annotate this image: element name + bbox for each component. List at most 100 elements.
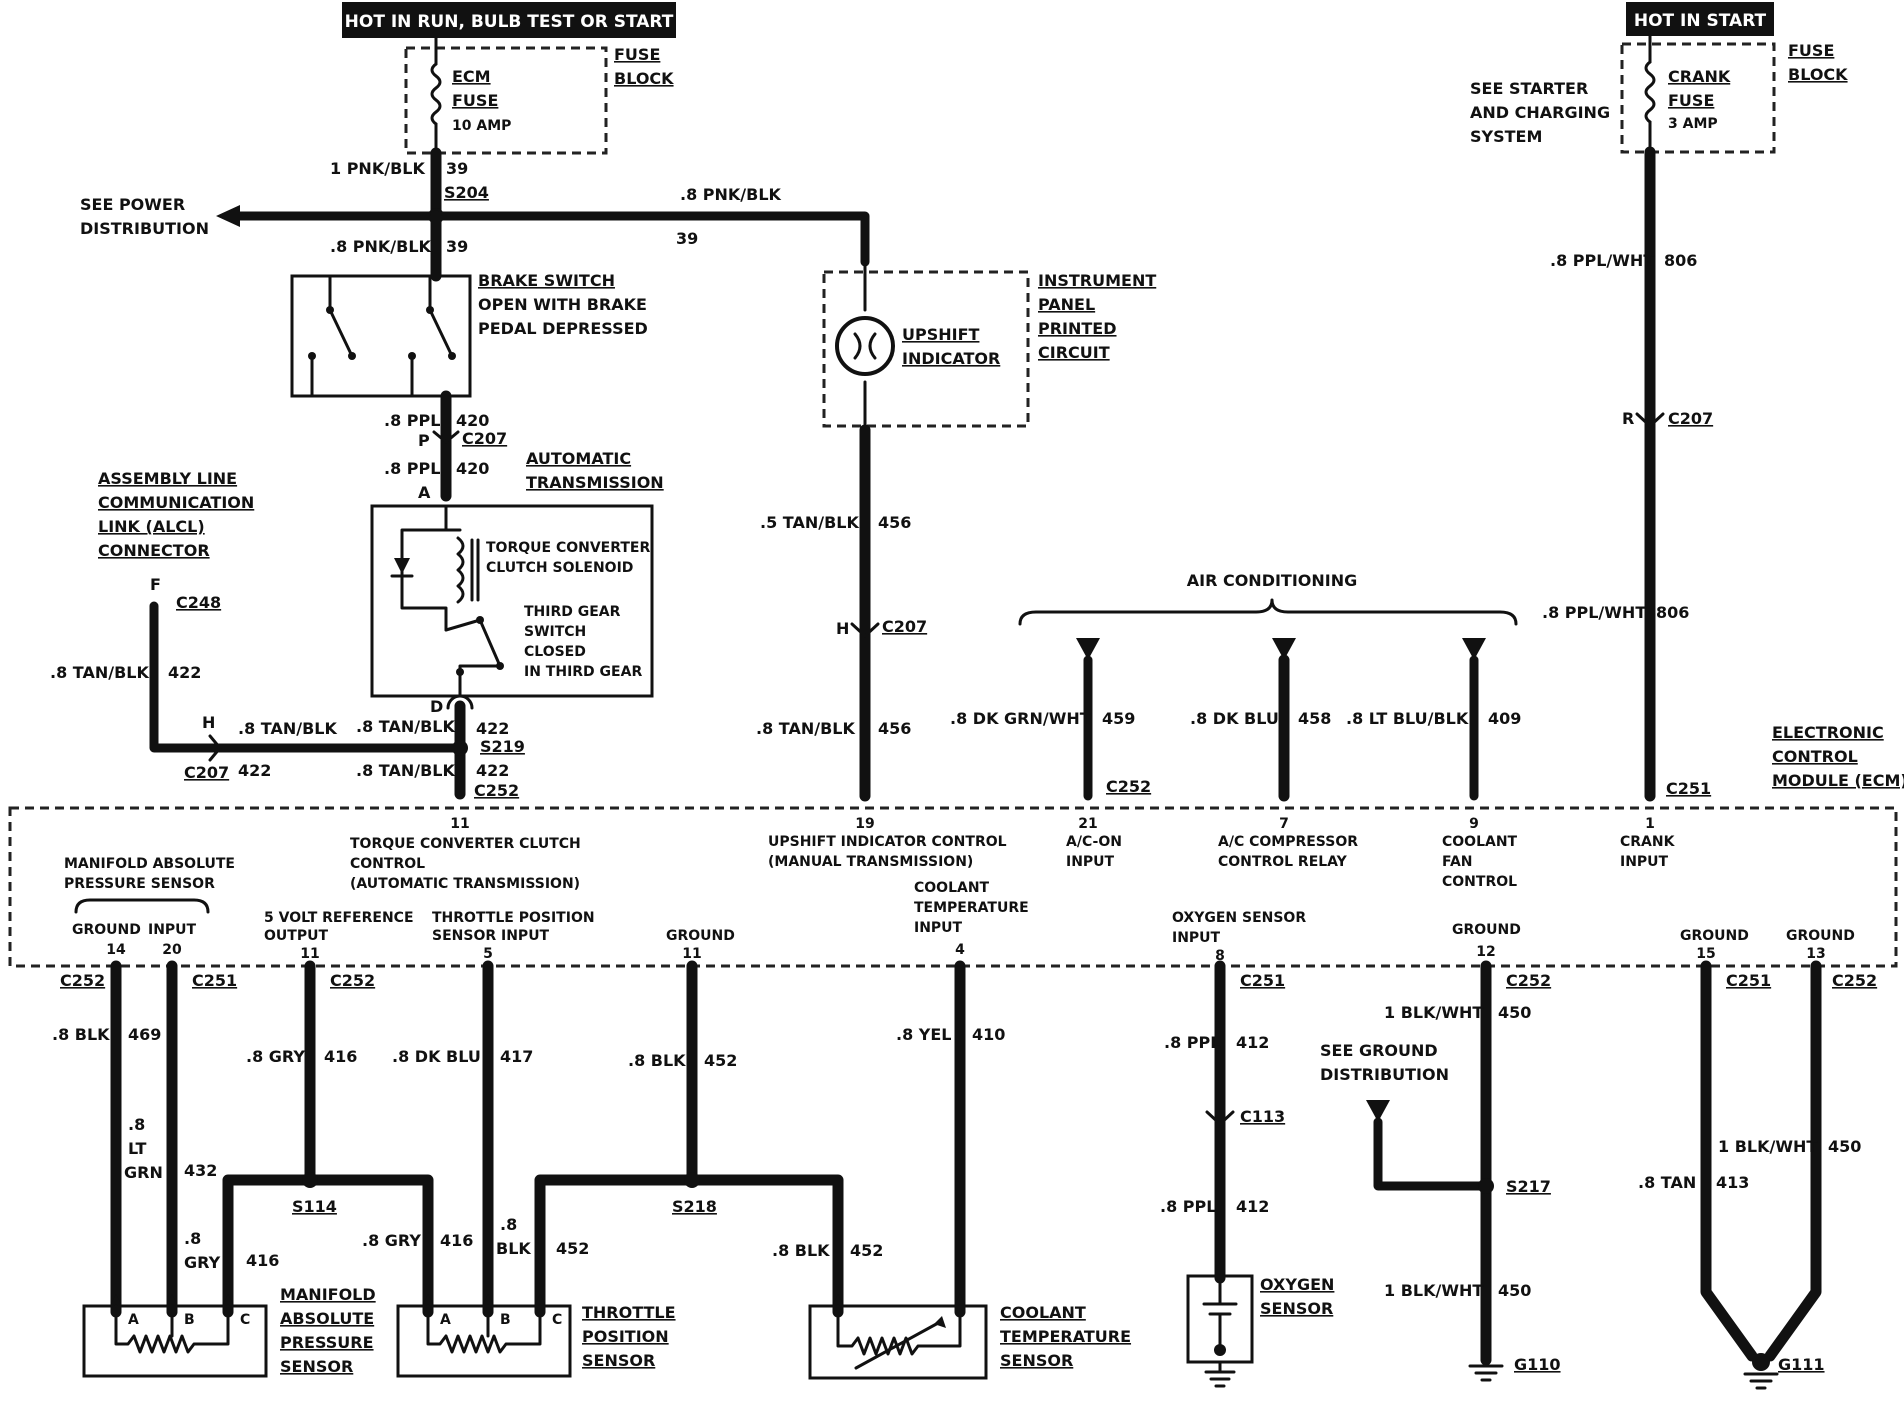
splice-s114 [302, 1172, 318, 1188]
svg-text:LT: LT [128, 1139, 147, 1158]
svg-text:412: 412 [1236, 1197, 1269, 1216]
svg-text:IN THIRD GEAR: IN THIRD GEAR [524, 664, 642, 680]
svg-text:20: 20 [162, 942, 182, 958]
svg-text:PANEL: PANEL [1038, 295, 1095, 314]
svg-text:S218: S218 [672, 1197, 717, 1216]
svg-text:422: 422 [476, 719, 509, 738]
svg-text:CRANK: CRANK [1668, 67, 1731, 86]
svg-text:CONTROL: CONTROL [350, 856, 425, 872]
ecm-module-box [8, 806, 1898, 968]
ecm-pin-19-upshift: 19 UPSHIFT INDICATOR CONTROL (MANUAL TRA… [768, 816, 1007, 870]
svg-text:B: B [184, 1312, 195, 1328]
svg-text:(AUTOMATIC TRANSMISSION): (AUTOMATIC TRANSMISSION) [350, 876, 580, 892]
svg-text:456: 456 [878, 513, 911, 532]
svg-text:GROUND: GROUND [1786, 928, 1855, 944]
svg-text:SENSOR: SENSOR [1000, 1351, 1073, 1370]
svg-text:450: 450 [1828, 1137, 1861, 1156]
svg-text:7: 7 [1279, 816, 1289, 832]
svg-text:.8: .8 [128, 1115, 145, 1134]
svg-text:BLOCK: BLOCK [1788, 65, 1848, 84]
svg-text:OXYGEN: OXYGEN [1260, 1275, 1334, 1294]
svg-text:LINK (ALCL): LINK (ALCL) [98, 517, 205, 536]
svg-text:CONTROL: CONTROL [1772, 747, 1858, 766]
svg-text:C: C [240, 1312, 250, 1328]
svg-text:PRESSURE: PRESSURE [280, 1333, 374, 1352]
svg-text:GROUND: GROUND [1452, 922, 1521, 938]
svg-text:MANIFOLD ABSOLUTE: MANIFOLD ABSOLUTE [64, 856, 235, 872]
svg-text:UPSHIFT INDICATOR CONTROL: UPSHIFT INDICATOR CONTROL [768, 834, 1007, 850]
svg-text:TORQUE CONVERTER: TORQUE CONVERTER [486, 540, 650, 556]
connector-d [446, 694, 474, 710]
svg-text:TEMPERATURE: TEMPERATURE [914, 900, 1029, 916]
svg-text:BLK: BLK [496, 1239, 531, 1258]
svg-text:417: 417 [500, 1047, 533, 1066]
svg-text:.8 GRY: .8 GRY [246, 1047, 305, 1066]
ecm-pin-21-ac-on: 21 A/C-ON INPUT [1066, 816, 1122, 870]
svg-text:.8 TAN/BLK: .8 TAN/BLK [756, 719, 855, 738]
svg-text:INSTRUMENT: INSTRUMENT [1038, 271, 1156, 290]
svg-text:FUSE: FUSE [1788, 41, 1834, 60]
svg-text:CRANK: CRANK [1620, 834, 1676, 850]
svg-text:G110: G110 [1514, 1355, 1561, 1374]
svg-text:DISTRIBUTION: DISTRIBUTION [80, 219, 209, 238]
svg-text:.8: .8 [184, 1229, 201, 1248]
svg-text:COOLANT: COOLANT [1000, 1303, 1086, 1322]
ac-wire-458 [1272, 638, 1296, 802]
ecm-label: ELECTRONIC CONTROL MODULE (ECM) [1772, 723, 1904, 790]
ecm-pin-12-ground: GROUND 12 [1452, 922, 1521, 960]
svg-text:39: 39 [446, 237, 468, 256]
map-sensor-label: MANIFOLD ABSOLUTE PRESSURE SENSOR [280, 1285, 376, 1376]
svg-text:410: 410 [972, 1025, 1005, 1044]
coolant-sensor-label: COOLANT TEMPERATURE SENSOR [1000, 1303, 1131, 1370]
svg-text:CONTROL: CONTROL [1442, 874, 1517, 890]
ecm-pin-11-5v-ref: 5 VOLT REFERENCE OUTPUT 11 [264, 910, 414, 962]
svg-text:C252: C252 [1506, 971, 1551, 990]
ipc-label: INSTRUMENT PANEL PRINTED CIRCUIT [1038, 271, 1156, 362]
svg-text:OXYGEN SENSOR: OXYGEN SENSOR [1172, 910, 1306, 926]
svg-text:422: 422 [168, 663, 201, 682]
ecm-pin-13-ground: GROUND 13 [1786, 928, 1855, 962]
svg-text:39: 39 [676, 229, 698, 248]
svg-text:.8 BLK: .8 BLK [628, 1051, 686, 1070]
svg-text:FUSE: FUSE [452, 91, 498, 110]
svg-text:A/C COMPRESSOR: A/C COMPRESSOR [1218, 834, 1358, 850]
svg-text:5: 5 [483, 946, 493, 962]
svg-text:A: A [128, 1312, 139, 1328]
svg-text:.8 PPL: .8 PPL [384, 459, 440, 478]
svg-text:21: 21 [1078, 816, 1097, 832]
svg-text:422: 422 [238, 761, 271, 780]
connector-c207-alcl [208, 734, 222, 762]
svg-text:INPUT: INPUT [914, 920, 963, 936]
svg-text:C251: C251 [1726, 971, 1771, 990]
ecm-pin-5-tps: THROTTLE POSITION SENSOR INPUT 5 [432, 910, 595, 962]
oxygen-sensor [1186, 1274, 1254, 1388]
svg-text:AND CHARGING: AND CHARGING [1470, 103, 1610, 122]
svg-text:SYSTEM: SYSTEM [1470, 127, 1542, 146]
svg-text:INPUT: INPUT [148, 922, 197, 938]
svg-text:ELECTRONIC: ELECTRONIC [1772, 723, 1884, 742]
map-sensor: A B C [82, 1294, 268, 1378]
svg-text:GRY: GRY [184, 1253, 221, 1272]
svg-text:.8 TAN: .8 TAN [1638, 1173, 1696, 1192]
svg-text:416: 416 [440, 1231, 473, 1250]
svg-text:.8 BLK: .8 BLK [52, 1025, 110, 1044]
svg-text:SENSOR: SENSOR [582, 1351, 655, 1370]
oxygen-sensor-label: OXYGEN SENSOR [1260, 1275, 1334, 1318]
ecm-pin-20-input: INPUT 20 [148, 922, 197, 958]
see-ground-note: SEE GROUND DISTRIBUTION [1320, 1041, 1449, 1084]
svg-text:11: 11 [300, 946, 319, 962]
svg-text:POSITION: POSITION [582, 1327, 669, 1346]
svg-text:CONNECTOR: CONNECTOR [98, 541, 210, 560]
third-gear-switch-label: THIRD GEAR SWITCH CLOSED IN THIRD GEAR [524, 604, 642, 680]
see-starter-note: SEE STARTER AND CHARGING SYSTEM [1470, 79, 1610, 146]
ecm-pin-4-coolant: COOLANT TEMPERATURE INPUT 4 [914, 880, 1029, 958]
svg-text:C207: C207 [1668, 409, 1713, 428]
svg-text:CLOSED: CLOSED [524, 644, 586, 660]
svg-text:.8 DK BLU: .8 DK BLU [392, 1047, 481, 1066]
svg-text:C252: C252 [60, 971, 105, 990]
svg-text:.8 PPL: .8 PPL [1164, 1033, 1220, 1052]
svg-text:9: 9 [1469, 816, 1479, 832]
svg-text:19: 19 [855, 816, 874, 832]
svg-text:S219: S219 [480, 737, 525, 756]
